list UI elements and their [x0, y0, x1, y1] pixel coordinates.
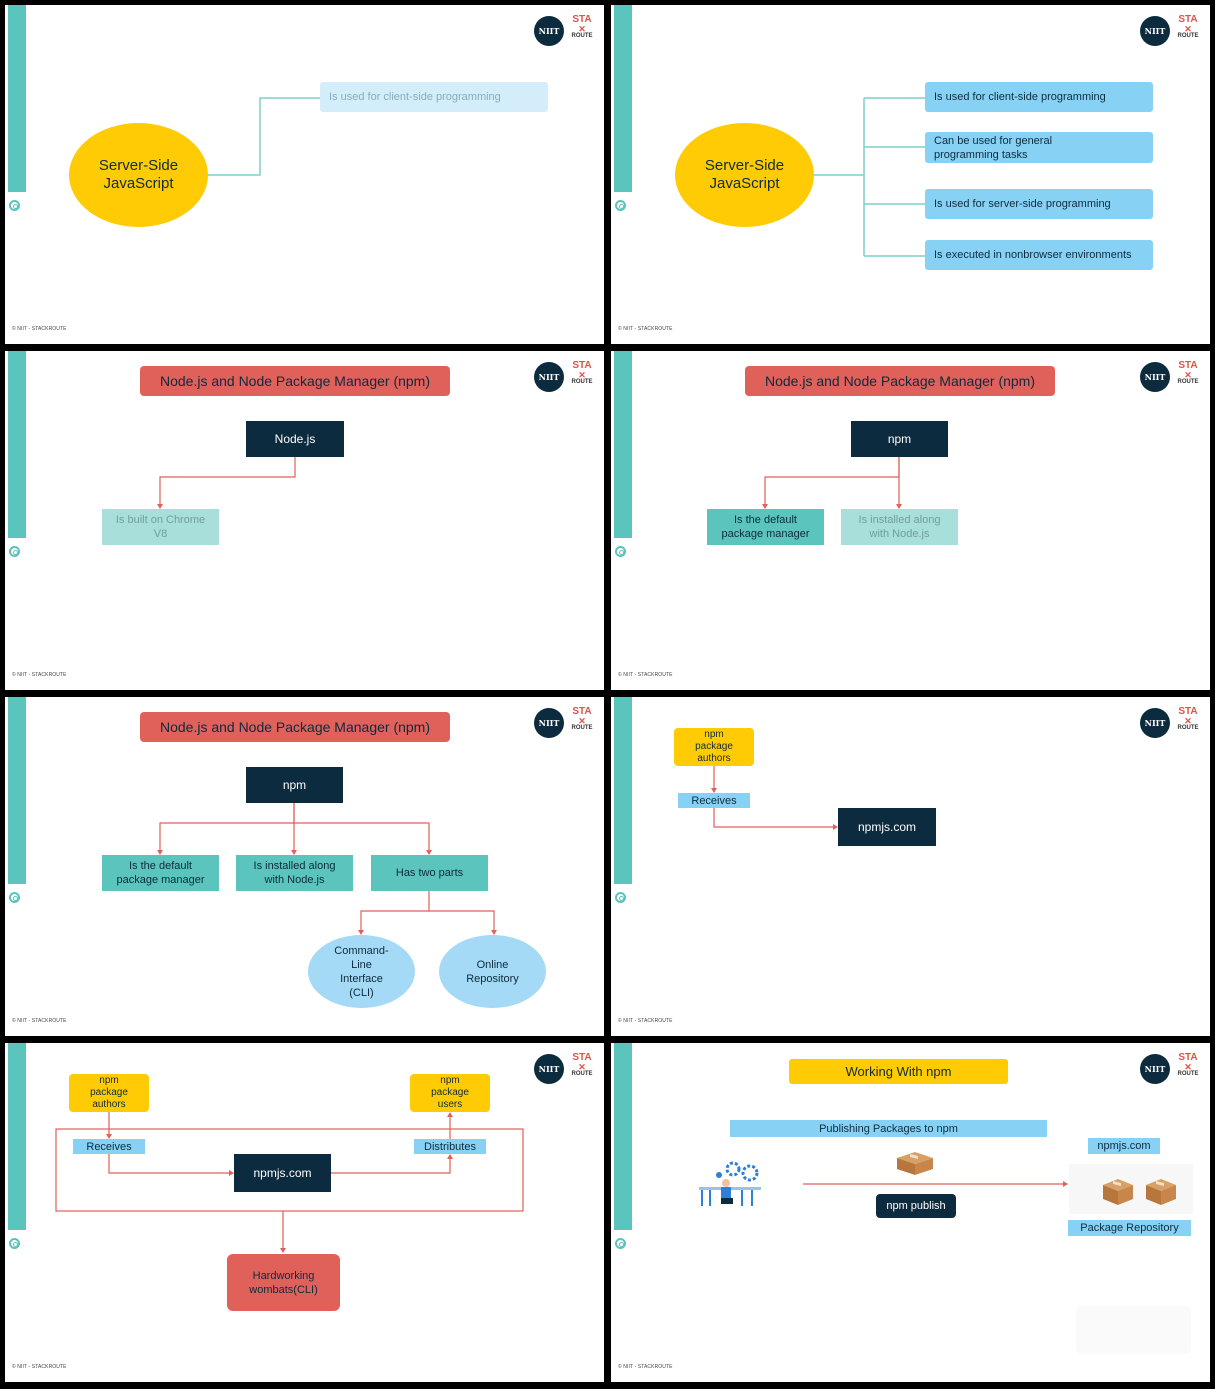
niit-logo: NIIT — [534, 362, 564, 392]
child-node: Is installed along with Node.js — [841, 509, 958, 545]
slide-4: NIIT STA✕ROUTE Node.js and Node Package … — [611, 351, 1210, 690]
cli-node: Command-Line Interface (CLI) — [308, 935, 415, 1008]
distributes-label: Distributes — [414, 1139, 486, 1154]
stackroute-logo: STA✕ROUTE — [1177, 14, 1199, 39]
feature-item: Is executed in nonbrowser environments — [925, 240, 1153, 270]
feature-item: Is used for client-side programming — [320, 82, 548, 112]
publishing-banner: Publishing Packages to npm — [730, 1120, 1047, 1137]
accent-bar — [614, 5, 632, 192]
authors-node: npm package authors — [674, 728, 754, 766]
package-icon — [897, 1152, 933, 1175]
footer: © NIIT - STACKROUTE — [12, 326, 67, 332]
accent-bar — [614, 1043, 632, 1230]
child-node: Is the default package manager — [102, 855, 219, 891]
ring-icon — [615, 1238, 626, 1249]
feature-item: Is used for server-side programming — [925, 189, 1153, 219]
ring-icon — [9, 200, 20, 211]
npmjs-node: npmjs.com — [234, 1154, 331, 1192]
developer-illustration — [699, 1161, 761, 1206]
niit-logo: NIIT — [534, 16, 564, 46]
ring-icon — [9, 892, 20, 903]
stackroute-logo: STA✕ROUTE — [571, 14, 593, 39]
accent-bar — [8, 351, 26, 538]
child-node: Is installed along with Node.js — [236, 855, 353, 891]
accent-bar — [8, 697, 26, 884]
slide-3: NIIT STA✕ROUTE Node.js and Node Package … — [5, 351, 604, 690]
ring-icon — [9, 1238, 20, 1249]
ring-icon — [615, 200, 626, 211]
niit-logo: NIIT — [534, 1054, 564, 1084]
slide-8: NIIT STA✕ROUTE Working With npm Publishi… — [611, 1043, 1210, 1382]
niit-logo: NIIT — [534, 708, 564, 738]
feature-item: Can be used for general programming task… — [925, 132, 1153, 163]
slide-2: NIIT STA✕ROUTE Server-Side JavaScript Is… — [611, 5, 1210, 344]
server-side-js-node: Server-Side JavaScript — [675, 123, 814, 227]
niit-logo: NIIT — [1140, 16, 1170, 46]
npmjs-label: npmjs.com — [1088, 1138, 1160, 1154]
ring-icon — [9, 546, 20, 557]
slide-6: NIIT STA✕ROUTE npm package authors Recei… — [611, 697, 1210, 1036]
footer: © NIIT - STACKROUTE — [12, 1018, 67, 1024]
slide-title: Node.js and Node Package Manager (npm) — [745, 366, 1055, 396]
niit-logo: NIIT — [1140, 362, 1170, 392]
accent-bar — [8, 1043, 26, 1230]
faint-card — [1076, 1306, 1191, 1354]
slide-7: NIIT STA✕ROUTE npm package authors npm p… — [5, 1043, 604, 1382]
stackroute-logo: STA✕ROUTE — [571, 706, 593, 731]
npmjs-node: npmjs.com — [838, 808, 936, 846]
connector-lines — [157, 457, 296, 509]
child-node: Has two parts — [371, 855, 488, 891]
footer: © NIIT - STACKROUTE — [618, 326, 673, 332]
package-repository-label: Package Repository — [1068, 1220, 1191, 1236]
feature-item: Is used for client-side programming — [925, 82, 1153, 112]
package-icon — [1103, 1179, 1133, 1205]
npm-node: npm — [851, 421, 948, 457]
users-node: npm package users — [410, 1074, 490, 1112]
stackroute-logo: STA✕ROUTE — [1177, 706, 1199, 731]
receives-label: Receives — [678, 793, 750, 808]
footer: © NIIT - STACKROUTE — [618, 1018, 673, 1024]
footer: © NIIT - STACKROUTE — [12, 672, 67, 678]
slide-title: Node.js and Node Package Manager (npm) — [140, 712, 450, 742]
footer: © NIIT - STACKROUTE — [618, 1364, 673, 1370]
ring-icon — [615, 546, 626, 557]
stackroute-logo: STA✕ROUTE — [571, 360, 593, 385]
stackroute-logo: STA✕ROUTE — [1177, 360, 1199, 385]
stackroute-logo: STA✕ROUTE — [1177, 1052, 1199, 1077]
child-node: Is built on Chrome V8 — [102, 509, 219, 545]
footer: © NIIT - STACKROUTE — [12, 1364, 67, 1370]
slide-1: NIIT STA✕ROUTE Server-Side JavaScript Is… — [5, 5, 604, 344]
repository-node: Online Repository — [439, 935, 546, 1008]
npm-publish-command: npm publish — [876, 1194, 956, 1218]
footer: © NIIT - STACKROUTE — [618, 672, 673, 678]
authors-node: npm package authors — [69, 1074, 149, 1112]
slide-title: Node.js and Node Package Manager (npm) — [140, 366, 450, 396]
child-node: Is the default package manager — [707, 509, 824, 545]
ring-icon — [615, 892, 626, 903]
accent-bar — [614, 351, 632, 538]
slide-title: Working With npm — [789, 1059, 1008, 1084]
stackroute-logo: STA✕ROUTE — [571, 1052, 593, 1077]
niit-logo: NIIT — [1140, 708, 1170, 738]
accent-bar — [8, 5, 26, 192]
niit-logo: NIIT — [1140, 1054, 1170, 1084]
receives-label: Receives — [73, 1139, 145, 1154]
nodejs-node: Node.js — [246, 421, 344, 457]
slide-5: NIIT STA✕ROUTE Node.js and Node Package … — [5, 697, 604, 1036]
package-icon — [1146, 1179, 1176, 1205]
accent-bar — [614, 697, 632, 884]
npm-node: npm — [246, 767, 343, 803]
server-side-js-node: Server-Side JavaScript — [69, 123, 208, 227]
cli-node: Hardworking wombats(CLI) — [227, 1254, 340, 1311]
